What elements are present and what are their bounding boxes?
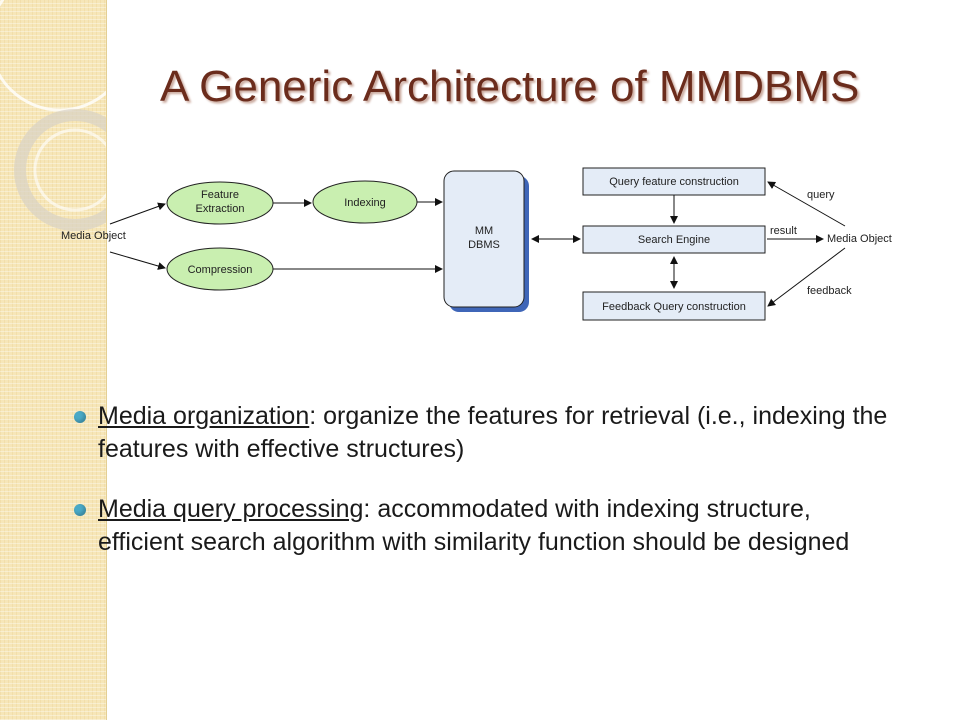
slide-title: A Generic Architecture of MMDBMS	[160, 62, 860, 111]
bullet-item: Media query processing: accommodated wit…	[72, 493, 892, 558]
mm-dbms-line1: MM	[475, 225, 493, 237]
media-object-right-label: Media Object	[827, 233, 892, 245]
feature-extraction-line1: Feature	[201, 189, 239, 201]
query-label: query	[807, 189, 835, 201]
arrow-to-compression	[109, 251, 166, 270]
bullet-list: Media organization: organize the feature…	[72, 400, 892, 586]
mm-dbms-node: MM DBMS	[443, 170, 529, 312]
decorative-sidebar	[0, 0, 107, 720]
feedback-label: feedback	[807, 285, 852, 297]
search-engine-label: Search Engine	[638, 234, 710, 246]
query-feature-construction-label: Query feature construction	[609, 176, 739, 188]
search-engine-node: Search Engine	[582, 225, 766, 254]
compression-node: Compression	[166, 247, 274, 291]
feedback-query-construction-label: Feedback Query construction	[602, 301, 746, 313]
arrow-to-feature-extraction	[109, 202, 166, 225]
feedback-query-construction-node: Feedback Query construction	[582, 291, 766, 321]
media-object-left-label: Media Object	[61, 230, 126, 242]
indexing-node: Indexing	[312, 180, 418, 224]
arrow-query	[767, 181, 846, 227]
decorative-circles	[0, 0, 106, 231]
bullet-dot-icon	[74, 504, 86, 516]
bullet-dot-icon	[74, 411, 86, 423]
bullet-text: : accommodated with indexing structure, …	[98, 495, 850, 556]
bullet-text: : organize the features for retrieval (i…	[98, 402, 888, 463]
bullet-term: Media organization	[98, 402, 310, 430]
compression-label: Compression	[188, 264, 253, 276]
result-label: result	[770, 225, 797, 237]
feature-extraction-line2: Extraction	[196, 203, 245, 215]
query-feature-construction-node: Query feature construction	[582, 167, 766, 196]
indexing-label: Indexing	[344, 197, 386, 209]
arrow-feedback	[767, 247, 846, 307]
architecture-diagram: Media Object Feature Extraction Indexing…	[61, 167, 892, 321]
mm-dbms-line2: DBMS	[468, 239, 500, 251]
bullet-item: Media organization: organize the feature…	[72, 400, 892, 465]
bullet-term: Media query processing	[98, 495, 364, 523]
feature-extraction-node: Feature Extraction	[166, 181, 274, 225]
